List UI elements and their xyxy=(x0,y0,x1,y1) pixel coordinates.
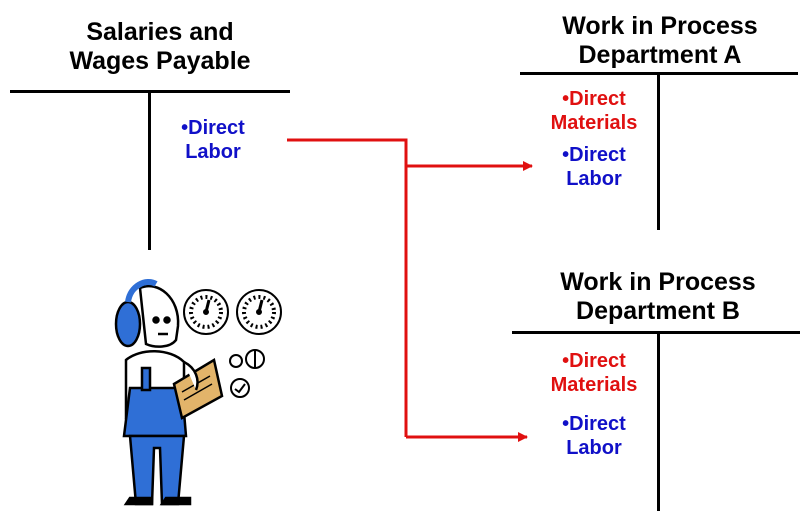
wip-a-title-line2: Department A xyxy=(578,41,742,69)
wip-a-direct-labor: •Direct Labor xyxy=(534,143,654,191)
worker-with-clipboard-icon xyxy=(114,279,282,506)
wip-a-direct-materials: •Direct Materials xyxy=(534,87,654,135)
wip-b-title-line2: Department B xyxy=(576,297,740,325)
wip-b-direct-labor: •Direct Labor xyxy=(534,412,654,460)
salaries-account-title: Salaries and Wages Payable xyxy=(40,18,280,76)
wip-b-title-line1: Work in Process xyxy=(560,268,756,296)
wip-a-t-vertical xyxy=(657,72,660,230)
wip-a-labor-line2: Labor xyxy=(566,168,622,190)
arrow-trunk xyxy=(287,138,408,437)
worker-head xyxy=(114,279,180,348)
gauge-left-icon xyxy=(183,289,229,335)
wip-a-title-line1: Work in Process xyxy=(562,12,758,40)
wip-b-materials-line1: •Direct xyxy=(562,350,626,372)
wip-b-labor-line1: •Direct xyxy=(562,413,626,435)
wip-b-title: Work in Process Department B xyxy=(520,268,796,326)
worker-body xyxy=(122,350,192,506)
wip-a-materials-line2: Materials xyxy=(550,112,638,134)
small-dials-icon xyxy=(229,349,265,398)
wip-b-direct-materials: •Direct Materials xyxy=(534,349,654,397)
salaries-credit-line1: •Direct xyxy=(181,117,245,139)
wip-b-labor-line2: Labor xyxy=(566,437,622,459)
clipboard-icon xyxy=(172,358,224,420)
wip-b-t-vertical xyxy=(657,331,660,511)
salaries-credit-line2: Labor xyxy=(185,141,241,163)
wip-a-materials-line1: •Direct xyxy=(562,88,626,110)
salaries-credit-direct-labor: •Direct Labor xyxy=(165,116,261,164)
salaries-title-line2: Wages Payable xyxy=(69,47,251,75)
salaries-t-vertical xyxy=(148,90,151,250)
wip-a-title: Work in Process Department A xyxy=(525,12,795,70)
wip-b-materials-line2: Materials xyxy=(550,374,638,396)
wip-a-labor-line1: •Direct xyxy=(562,144,626,166)
salaries-title-line1: Salaries and xyxy=(86,18,234,46)
gauge-right-icon xyxy=(236,289,282,335)
wip-b-t-horizontal xyxy=(512,331,800,334)
